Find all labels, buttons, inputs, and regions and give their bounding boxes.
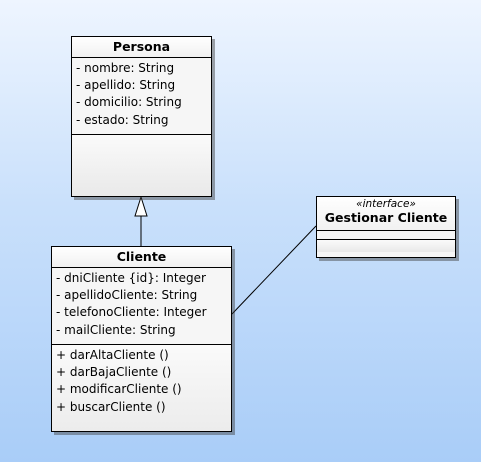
attribute: - dniCliente {id}: Integer: [56, 271, 206, 285]
operation: + modificarCliente (): [56, 382, 182, 397]
class-persona-attributes: - nombre: String - apellido: String - do…: [72, 57, 211, 134]
class-persona-operations: [72, 134, 211, 196]
class-cliente[interactable]: Cliente - dniCliente {id}: Integer - ape…: [51, 246, 232, 432]
attribute: - estado: String: [76, 112, 169, 127]
attribute: - apellidoCliente: String: [56, 288, 198, 303]
attribute: - apellido: String: [76, 78, 176, 93]
operation: + buscarCliente (): [56, 399, 166, 414]
class-cliente-name: Cliente: [52, 247, 231, 267]
operation: + darBajaCliente (): [56, 365, 172, 380]
interface-header: «interface» Gestionar Cliente: [317, 197, 455, 230]
class-cliente-attributes: - dniCliente {id}: Integer - apellidoCli…: [52, 267, 231, 344]
interface-attributes: [317, 230, 455, 239]
attribute: - mailCliente: String: [56, 322, 176, 337]
class-persona[interactable]: Persona - nombre: String - apellido: Str…: [71, 36, 212, 197]
operation: + darAltaCliente (): [56, 348, 169, 362]
interface-gestionar-cliente[interactable]: «interface» Gestionar Cliente: [316, 196, 456, 258]
interface-operations: [317, 239, 455, 252]
class-cliente-operations: + darAltaCliente () + darBajaCliente () …: [52, 344, 231, 431]
interface-stereotype: «interface»: [356, 198, 416, 210]
interface-name: Gestionar Cliente: [324, 210, 448, 225]
attribute: - nombre: String: [76, 61, 175, 75]
attribute: - telefonoCliente: Integer: [56, 305, 207, 320]
class-persona-name: Persona: [72, 37, 211, 57]
association-line: [231, 225, 317, 315]
generalization-arrowhead: [134, 195, 148, 217]
attribute: - domicilio: String: [76, 95, 182, 110]
